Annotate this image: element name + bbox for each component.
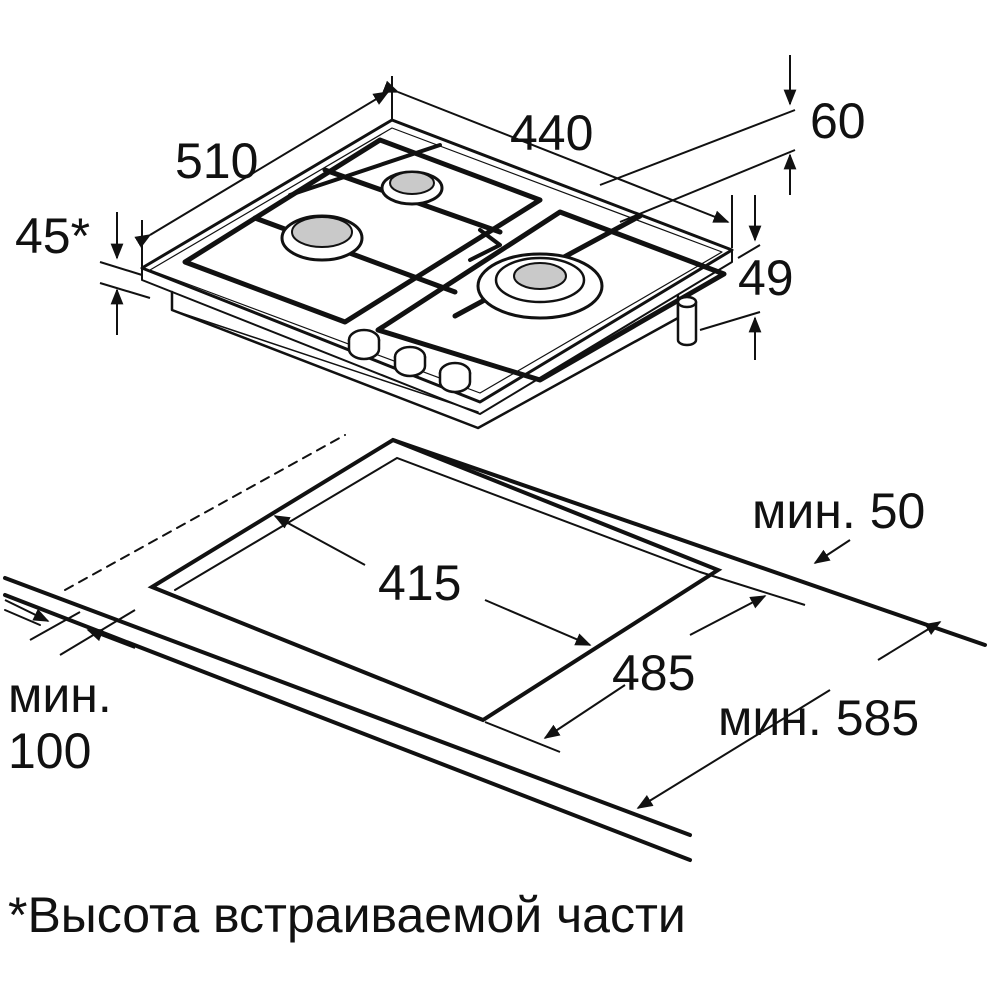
burner-front-left	[280, 214, 364, 262]
label-cutout-depth: 485	[612, 645, 695, 701]
label-cutout-width: 415	[378, 555, 461, 611]
worktop-illustration	[3, 434, 987, 862]
control-knob	[347, 328, 381, 361]
footnote: *Высота встраиваемой части	[8, 887, 686, 943]
cutout-opening	[147, 437, 723, 723]
label-hob-width: 510	[175, 133, 258, 189]
label-hob-depth: 440	[510, 105, 593, 161]
label-hob-total-height: 60	[810, 93, 866, 149]
grate-right	[375, 209, 727, 383]
control-knob	[438, 361, 472, 394]
control-knob	[393, 345, 427, 378]
label-hob-height-below: 49	[738, 250, 794, 306]
burner-rear-left	[380, 170, 444, 206]
label-min-front-gap-value: 100	[8, 723, 91, 779]
burner-front-right	[476, 252, 604, 320]
gas-connector	[676, 295, 698, 347]
label-min-front-gap: мин.	[8, 667, 112, 723]
hob-dimension-lines	[99, 55, 797, 360]
label-built-in-height: 45*	[15, 208, 90, 264]
cutout-dimension-lines	[4, 515, 942, 809]
label-min-worktop-depth: мин. 585	[718, 690, 919, 746]
label-min-rear-gap: мин. 50	[752, 483, 925, 539]
